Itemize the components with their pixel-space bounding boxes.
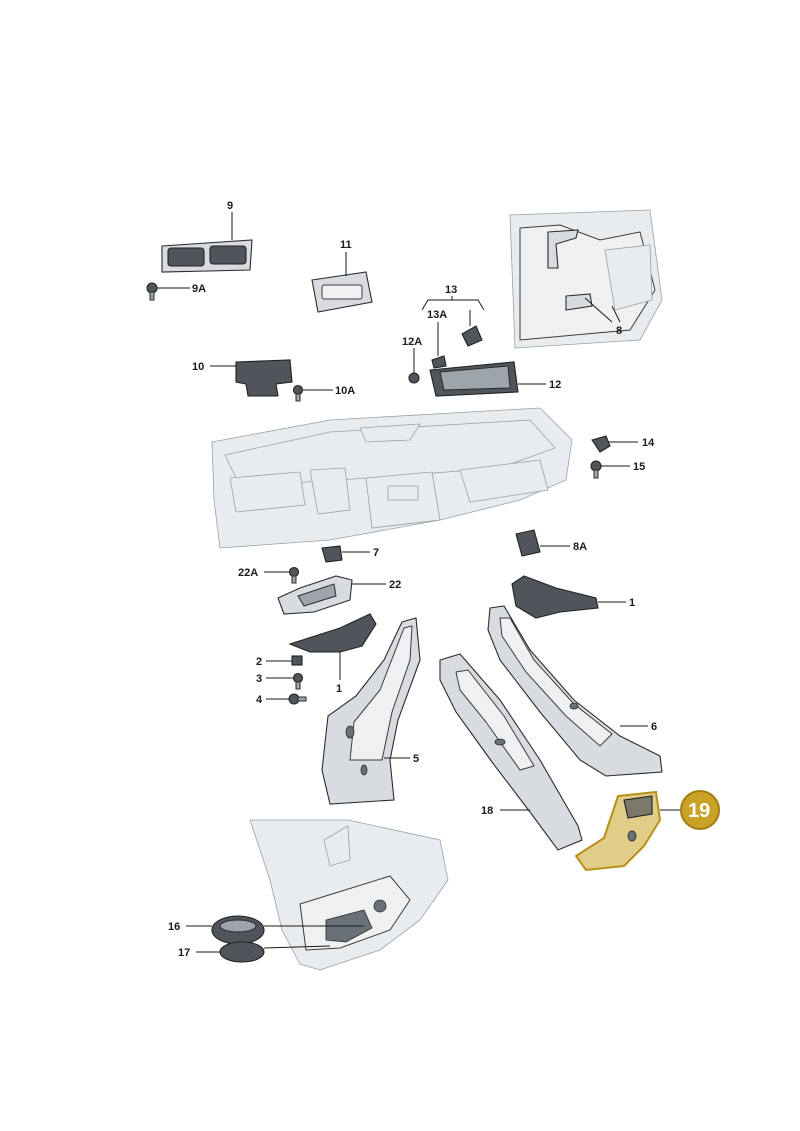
part-19-highlighted-duct: 19 — [574, 790, 720, 872]
callout-8: 8 — [616, 325, 622, 337]
callout-16: 16 — [168, 921, 180, 933]
callout-17: 17 — [178, 947, 190, 959]
highlight-badge-number: 19 — [688, 800, 710, 822]
dashboard-assembly — [211, 407, 573, 549]
callout-6: 6 — [651, 721, 657, 733]
callout-22a: 22A — [238, 567, 258, 579]
part-17-plug: 17 — [178, 941, 331, 963]
part-2-clip: 2 — [256, 655, 303, 668]
callout-18: 18 — [481, 805, 493, 817]
callout-9: 9 — [227, 200, 233, 212]
callout-15: 15 — [633, 461, 645, 473]
part-8a-vent-nozzle: 8A — [515, 529, 587, 557]
part-3-screw: 3 — [256, 672, 304, 690]
part-22a-screw: 22A — [238, 566, 300, 584]
part-15-screw: 15 — [590, 460, 645, 479]
part-1-upper-duct: 1 — [511, 575, 635, 619]
callout-3: 3 — [256, 673, 262, 685]
part-9-center-vent: 9 — [161, 200, 253, 273]
callout-1-upper: 1 — [629, 597, 635, 609]
callout-12: 12 — [549, 379, 561, 391]
part-6-rear-duct: 6 — [487, 605, 663, 777]
highlight-badge — [680, 790, 720, 830]
callout-11: 11 — [340, 239, 352, 251]
callout-8a: 8A — [573, 541, 587, 553]
part-7-fastener: 7 — [321, 545, 379, 563]
callout-2: 2 — [256, 656, 262, 668]
part-4-screw: 4 — [256, 693, 307, 706]
callout-10: 10 — [192, 361, 204, 373]
part-11-vent-frame: 11 — [311, 239, 373, 313]
callout-5: 5 — [413, 753, 419, 765]
callout-4: 4 — [256, 694, 263, 706]
part-13-bracket: 13 — [421, 284, 485, 347]
callout-14: 14 — [642, 437, 655, 449]
callout-9a: 9A — [192, 283, 206, 295]
callout-7: 7 — [373, 547, 379, 559]
part-12-grille: 12 — [429, 361, 561, 397]
part-10a-screw: 10A — [292, 384, 355, 402]
callout-22: 22 — [389, 579, 401, 591]
callout-10a: 10A — [335, 385, 355, 397]
part-13a-clip: 13A — [427, 309, 447, 369]
part-14-clip: 14 — [591, 435, 655, 453]
callout-13: 13 — [445, 284, 457, 296]
callout-1-lower: 1 — [336, 683, 342, 695]
callout-13a: 13A — [427, 309, 447, 321]
part-9a-screw: 9A — [146, 282, 206, 301]
part-18-floor-duct: 18 — [439, 653, 583, 851]
part-1-lower-duct: 1 — [288, 613, 377, 695]
inset-vehicle-view: 8 — [509, 209, 663, 349]
callout-12a: 12A — [402, 336, 422, 348]
part-22-duct: 22 — [277, 575, 401, 615]
part-12a-nut: 12A — [402, 336, 422, 384]
part-5-footwell-duct: 5 — [321, 617, 421, 805]
part-10-side-vent: 10 — [192, 359, 293, 397]
